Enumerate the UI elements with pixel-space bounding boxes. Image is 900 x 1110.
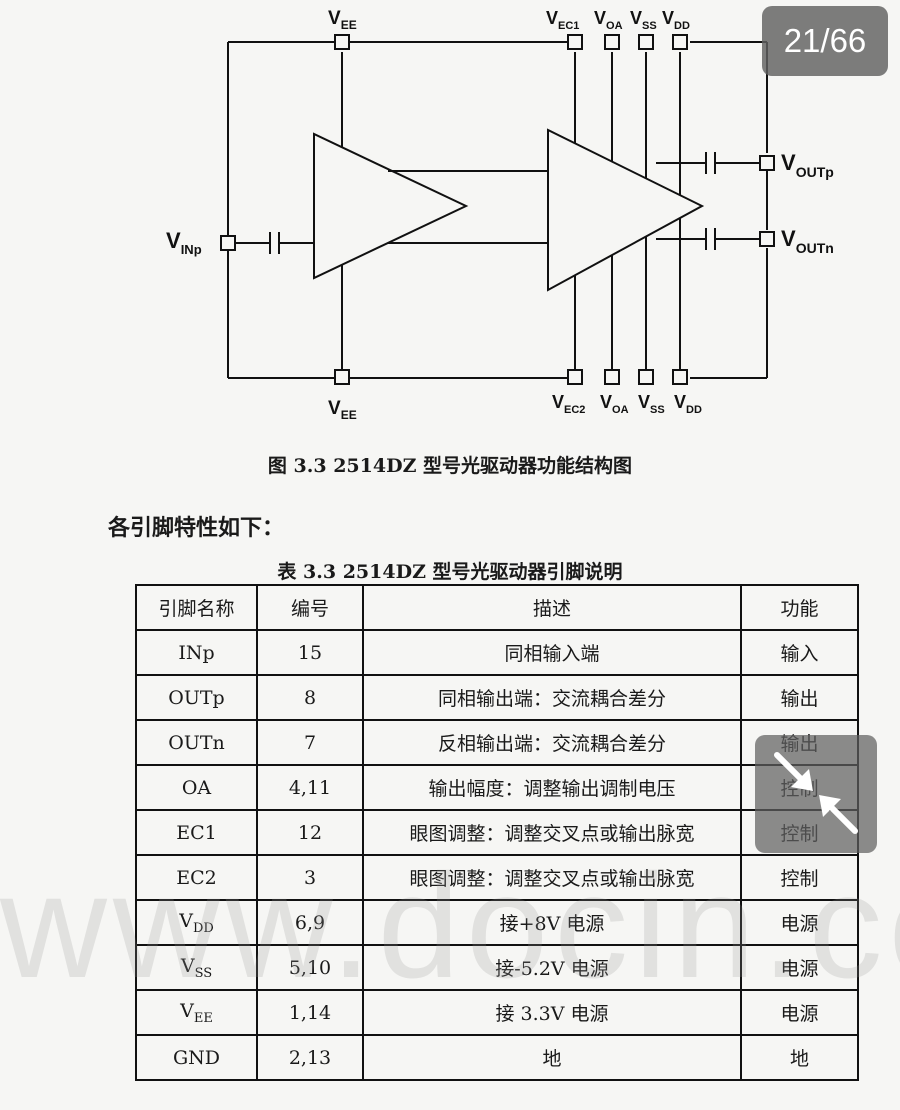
pin-function-cell: 电源 — [740, 989, 859, 1036]
pin-description-cell: 地 — [362, 1034, 742, 1081]
pin-function-cell: 地 — [740, 1034, 859, 1081]
header-number: 编号 — [256, 584, 364, 631]
pin-function-cell: 输入 — [740, 629, 859, 676]
pin-function-cell: 控制 — [740, 854, 859, 901]
resize-arrows-icon — [774, 752, 858, 834]
vss-top-label: VSS — [630, 8, 657, 32]
pin-description-cell: 接-5.2V 电源 — [362, 944, 742, 991]
pin-description-cell: 同相输出端：交流耦合差分 — [362, 674, 742, 721]
pin-function-cell: 输出 — [740, 674, 859, 721]
watermark: www.docin.com — [0, 862, 900, 992]
pin-name-cell: OUTp — [135, 674, 258, 721]
pin-function-cell: 电源 — [740, 899, 859, 946]
pin-name-cell: VSS — [135, 944, 258, 991]
pin-number-cell: 3 — [256, 854, 364, 901]
pin-description-cell: 接 3.3V 电源 — [362, 989, 742, 1036]
pin-description-cell: 眼图调整：调整交叉点或输出脉宽 — [362, 854, 742, 901]
pin-function-cell: 电源 — [740, 944, 859, 991]
table-header-row: 引脚名称 编号 描述 功能 — [135, 584, 859, 631]
vdd-bottom-label: VDD — [674, 392, 702, 416]
pin-number-cell: 5,10 — [256, 944, 364, 991]
header-pin-name: 引脚名称 — [135, 584, 258, 631]
pin-name-cell: GND — [135, 1034, 258, 1081]
header-function: 功能 — [740, 584, 859, 631]
page-indicator: 21/66 — [762, 6, 888, 76]
vee-bottom-label: VEE — [328, 398, 357, 422]
pin-name-cell: VEE — [135, 989, 258, 1036]
voa-bottom-label: VOA — [600, 392, 629, 416]
vee-top-label: VEE — [328, 8, 357, 32]
pin-description-cell: 反相输出端：交流耦合差分 — [362, 719, 742, 766]
resize-button[interactable] — [755, 735, 877, 853]
header-description: 描述 — [362, 584, 742, 631]
pin-name-cell: OA — [135, 764, 258, 811]
pin-number-cell: 12 — [256, 809, 364, 856]
figure-caption: 图 3.3 2514DZ 型号光驱动器功能结构图 — [267, 455, 633, 477]
pin-number-cell: 7 — [256, 719, 364, 766]
pin-number-cell: 6,9 — [256, 899, 364, 946]
pin-name-cell: EC2 — [135, 854, 258, 901]
pin-number-cell: 15 — [256, 629, 364, 676]
pin-name-cell: VDD — [135, 899, 258, 946]
pin-description-cell: 同相输入端 — [362, 629, 742, 676]
voutn-label: VOUTn — [781, 226, 834, 256]
pin-number-cell: 8 — [256, 674, 364, 721]
vdd-top-label: VDD — [662, 8, 690, 32]
table-title: 表 3.3 2514DZ 型号光驱动器引脚说明 — [277, 561, 623, 583]
intro-text: 各引脚特性如下： — [108, 515, 285, 541]
pin-name-cell: OUTn — [135, 719, 258, 766]
pin-number-cell: 4,11 — [256, 764, 364, 811]
vec1-label: VEC1 — [546, 8, 579, 32]
voa-top-label: VOA — [594, 8, 623, 32]
pin-number-cell: 1,14 — [256, 989, 364, 1036]
vss-bottom-label: VSS — [638, 392, 665, 416]
pin-description-cell: 接+8V 电源 — [362, 899, 742, 946]
pin-number-cell: 2,13 — [256, 1034, 364, 1081]
functional-block-diagram: VEE VEE VINp VEC1 VOA VSS VDD VEC2 VOA V… — [166, 8, 834, 422]
pin-description-cell: 眼图调整：调整交叉点或输出脉宽 — [362, 809, 742, 856]
pin-description-cell: 输出幅度：调整输出调制电压 — [362, 764, 742, 811]
pin-name-cell: EC1 — [135, 809, 258, 856]
pin-name-cell: INp — [135, 629, 258, 676]
vec2-label: VEC2 — [552, 392, 585, 416]
vinp-label: VINp — [166, 228, 202, 257]
voutp-label: VOUTp — [781, 150, 834, 180]
